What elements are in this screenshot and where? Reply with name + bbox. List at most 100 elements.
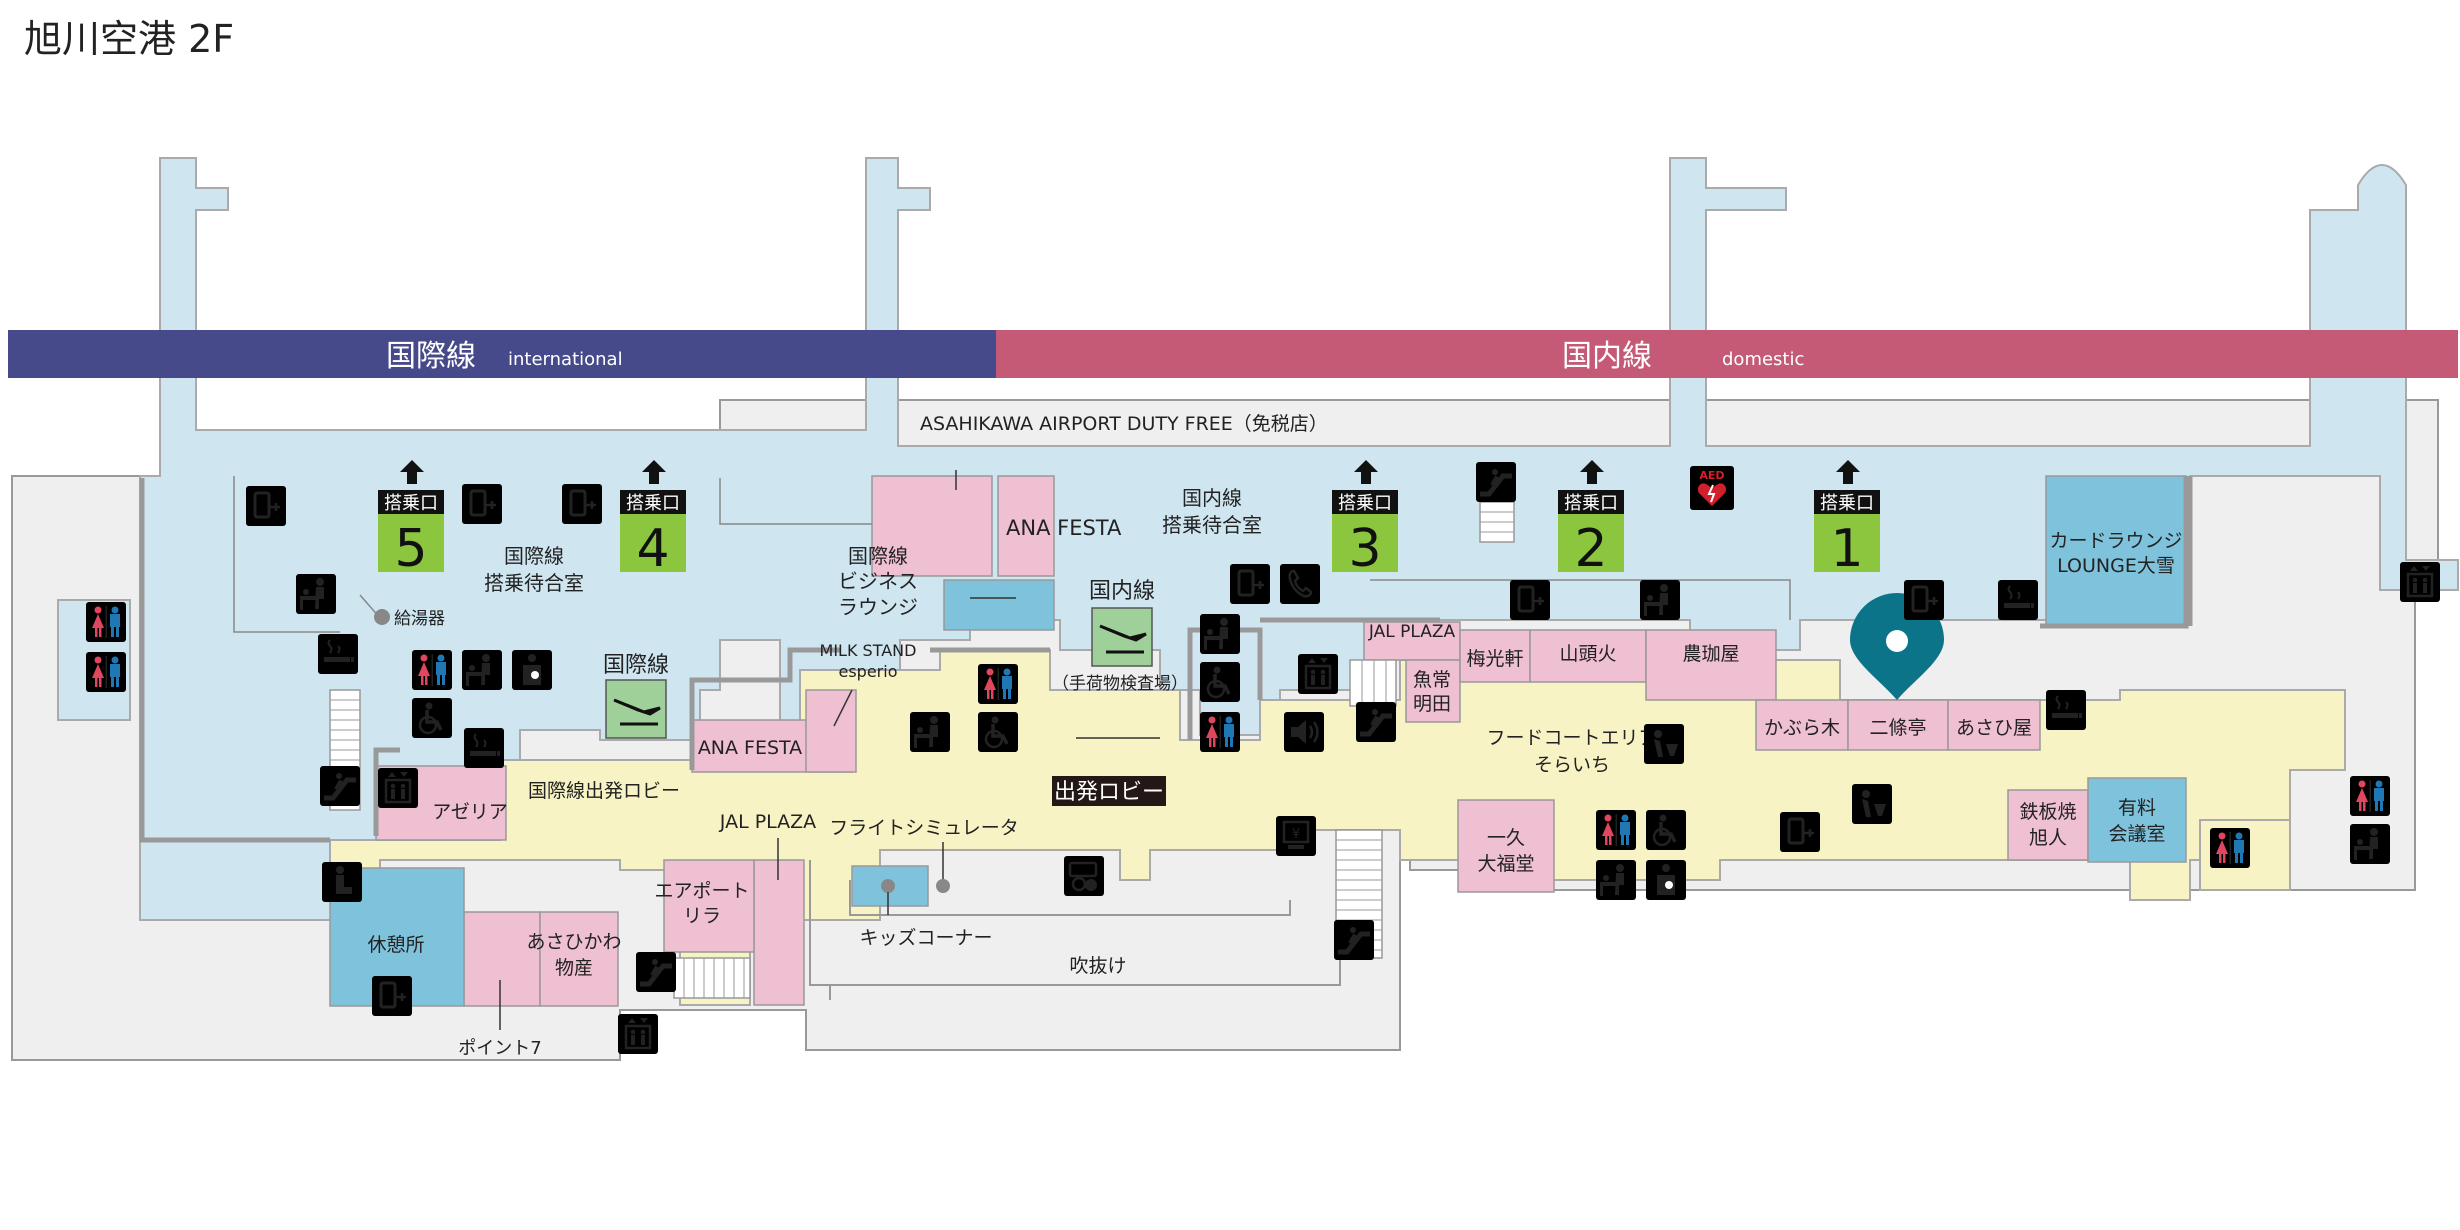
- domestic-gate-sign: [1091, 607, 1153, 667]
- card-lounge-label-2: LOUNGE大雪: [2057, 555, 2175, 577]
- escalator-icon[interactable]: [320, 766, 360, 806]
- elevator-icon[interactable]: [376, 766, 420, 810]
- elevator-icon[interactable]: [616, 1012, 660, 1056]
- wheelchair-icon[interactable]: [1644, 808, 1688, 852]
- intl-gate-label: 国際線: [603, 653, 669, 678]
- duty-free-label: ASAHIKAWA AIRPORT DUTY FREE（免税店）: [920, 413, 1328, 435]
- baby-care-icon[interactable]: [1596, 860, 1636, 900]
- elevator-icon[interactable]: [1296, 652, 1340, 696]
- elevator-icon[interactable]: [2398, 560, 2442, 604]
- telephone-icon[interactable]: [1278, 562, 1322, 606]
- asahikawa-bussan-label-2: 物産: [555, 957, 593, 979]
- restroom-icon[interactable]: [412, 650, 452, 690]
- gate-3-number: 3: [1348, 519, 1381, 579]
- aed-icon[interactable]: [1689, 465, 1735, 511]
- milk-stand-label-2: esperio: [839, 662, 898, 681]
- gate-4-number: 4: [636, 519, 669, 579]
- gate-4: 搭乗口 4: [620, 460, 686, 579]
- baby-care-icon[interactable]: [296, 574, 336, 614]
- currency-exchange-icon[interactable]: [1062, 854, 1106, 898]
- waiting-walls: [233, 476, 1791, 633]
- ikkyu-label-1: 一久: [1487, 827, 1525, 849]
- map-title: 旭川空港 2F: [24, 17, 234, 61]
- escalator-icon[interactable]: [1356, 702, 1396, 742]
- departure-lobby-badge: [1052, 776, 1166, 806]
- biz-lounge-label-2: ビジネス: [838, 569, 918, 593]
- drinking-fountain-icon[interactable]: [1644, 724, 1684, 764]
- prayer-room-icon[interactable]: [322, 862, 362, 902]
- kids-corner-label: キッズコーナー: [859, 927, 992, 949]
- atrium-label: 吹抜け: [1069, 955, 1126, 977]
- phone-charge-icon[interactable]: [370, 974, 414, 1018]
- escalator-icon[interactable]: [636, 952, 676, 992]
- restroom-icon[interactable]: [1200, 712, 1240, 752]
- noukouya-label: 農珈屋: [1682, 643, 1739, 665]
- escalator-icon[interactable]: [1476, 462, 1516, 502]
- restroom-icon[interactable]: [2210, 828, 2250, 868]
- point7-label: ポイント7: [458, 1038, 541, 1059]
- meeting-room-label-2: 会議室: [2108, 823, 2165, 845]
- restroom-icon[interactable]: [978, 664, 1018, 704]
- nijoutei-label: 二條亭: [1869, 717, 1926, 739]
- gate-3: 搭乗口 3: [1332, 460, 1398, 579]
- gate-2-number: 2: [1574, 519, 1607, 579]
- biz-lounge-label-1: 国際線: [848, 544, 908, 568]
- smoking-icon[interactable]: [317, 633, 359, 675]
- phone-charge-icon[interactable]: [244, 484, 288, 528]
- rest-area-label: 休憩所: [367, 934, 424, 956]
- milk-stand-label-1: MILK STAND: [820, 641, 917, 660]
- ana-festa-top-label: ANA FESTA: [1006, 516, 1122, 540]
- smoking-icon[interactable]: [1997, 579, 2039, 621]
- area-labels: ASAHIKAWA AIRPORT DUTY FREE（免税店） ANA FES…: [367, 413, 2182, 1059]
- hot-water-label: 給湯器: [394, 609, 445, 629]
- phone-charge-icon[interactable]: [1902, 578, 1946, 622]
- intl-departure-lobby-label: 国際線出発ロビー: [528, 780, 680, 802]
- wheelchair-icon[interactable]: [1198, 660, 1242, 704]
- gate-1: 搭乗口 1: [1814, 460, 1880, 579]
- gate-2-label: 搭乗口: [1564, 493, 1618, 514]
- asahiya-label: あさひ屋: [1956, 717, 2032, 739]
- international-gate-sign: [605, 679, 667, 739]
- nursing-room-icon[interactable]: [1646, 860, 1686, 900]
- departure-lobby-label: 出発ロビー: [1054, 780, 1164, 805]
- nursing-room-icon[interactable]: [512, 650, 552, 690]
- baby-care-icon[interactable]: [1200, 614, 1240, 654]
- uo-label-1: 魚常: [1413, 669, 1451, 691]
- gate-4-label: 搭乗口: [626, 493, 680, 514]
- baby-care-icon[interactable]: [462, 650, 502, 690]
- food-court-label-1: フードコートエリア: [1486, 727, 1657, 749]
- smoking-icon[interactable]: [463, 727, 505, 769]
- escalator-icon[interactable]: [1334, 920, 1374, 960]
- domestic-band: [996, 330, 2458, 378]
- smoking-icon[interactable]: [2045, 689, 2087, 731]
- kaburagi-label: かぶら木: [1764, 717, 1840, 739]
- phone-charge-icon[interactable]: [560, 482, 604, 526]
- baby-care-icon[interactable]: [910, 712, 950, 752]
- wheelchair-icon[interactable]: [976, 710, 1020, 754]
- phone-charge-icon[interactable]: [1778, 810, 1822, 854]
- uo-label-2: 明田: [1413, 693, 1451, 715]
- drinking-fountain-icon[interactable]: [1852, 784, 1892, 824]
- baby-care-icon[interactable]: [2350, 824, 2390, 864]
- speaker-icon[interactable]: [1282, 710, 1326, 754]
- gate-1-label: 搭乗口: [1820, 493, 1874, 514]
- baby-care-icon[interactable]: [1640, 580, 1680, 620]
- jal-plaza-bottom-label: JAL PLAZA: [719, 811, 816, 833]
- meeting-room-label-1: 有料: [2118, 797, 2156, 819]
- gate-1-number: 1: [1830, 519, 1863, 579]
- baikouken-label: 梅光軒: [1466, 648, 1523, 670]
- restroom-icon[interactable]: [86, 652, 126, 692]
- airport-lila-label-2: リラ: [683, 905, 721, 927]
- band-international-ja: 国際線: [386, 339, 476, 374]
- restroom-icon[interactable]: [86, 602, 126, 642]
- domestic-waiting-label-2: 搭乗待合室: [1162, 513, 1262, 537]
- phone-charge-icon[interactable]: [460, 482, 504, 526]
- gate-3-label: 搭乗口: [1338, 493, 1392, 514]
- wheelchair-icon[interactable]: [410, 696, 454, 740]
- restroom-icon[interactable]: [2350, 776, 2390, 816]
- phone-charge-icon[interactable]: [1228, 562, 1272, 606]
- restroom-icon[interactable]: [1596, 810, 1636, 850]
- atm-icon[interactable]: [1274, 814, 1318, 858]
- asahikawa-bussan-label-1: あさひかわ: [526, 931, 621, 953]
- phone-charge-icon[interactable]: [1508, 578, 1552, 622]
